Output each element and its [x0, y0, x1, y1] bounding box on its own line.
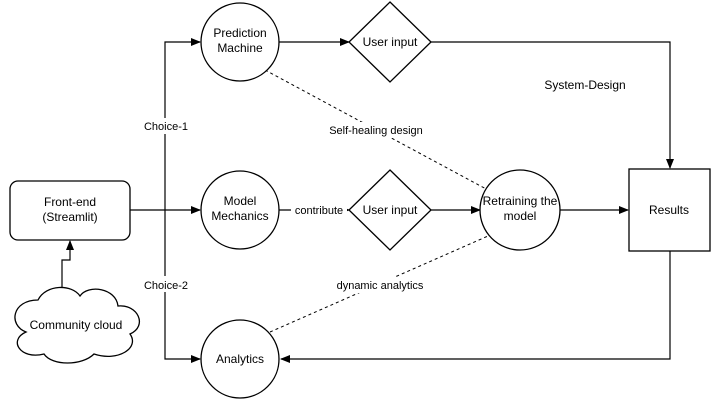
- edge-dynamic-analytics-dashed: [269, 235, 489, 333]
- retraining-node: Retraining the model: [479, 169, 561, 251]
- user-input-mid-label: User input: [363, 203, 418, 217]
- diagram-title: System-Design: [544, 78, 625, 92]
- prediction-title: Prediction: [213, 26, 266, 40]
- analytics-label: Analytics: [216, 352, 264, 366]
- prediction-subtitle: Machine: [217, 41, 263, 55]
- edge-results-to-analytics: [280, 251, 671, 363]
- retraining-title: Retraining the: [483, 194, 558, 208]
- edge-choice2-to-analytics: [164, 210, 201, 363]
- choice1-label: Choice-1: [144, 121, 188, 133]
- community-cloud-node: Community cloud: [14, 286, 141, 364]
- dynamic-analytics-label: dynamic analytics: [337, 280, 424, 292]
- prediction-machine-node: Prediction Machine: [200, 2, 280, 82]
- frontend-node: Front-end (Streamlit): [9, 180, 131, 241]
- edge-input-to-results: [431, 41, 674, 169]
- user-input-top-label: User input: [363, 35, 418, 49]
- frontend-title: Front-end: [44, 195, 96, 209]
- user-input-mid-node: User input: [348, 169, 432, 251]
- frontend-subtitle: (Streamlit): [42, 210, 97, 224]
- analytics-node: Analytics: [200, 319, 280, 399]
- model-mechanics-node: Model Mechanics: [200, 170, 280, 250]
- retraining-subtitle: model: [504, 209, 537, 223]
- choice2-label: Choice-2: [144, 280, 188, 292]
- edge-cloud-to-frontend: [61, 240, 74, 290]
- edge-choice1-to-prediction: [164, 38, 201, 210]
- cloud-label: Community cloud: [30, 318, 123, 332]
- results-node: Results: [628, 168, 711, 252]
- user-input-top-node: User input: [348, 1, 432, 83]
- results-label: Results: [649, 203, 689, 217]
- mechanics-subtitle: Mechanics: [211, 209, 268, 223]
- contribute-label: contribute: [295, 205, 343, 217]
- mechanics-title: Model: [224, 194, 257, 208]
- self-healing-label: Self-healing design: [329, 125, 423, 137]
